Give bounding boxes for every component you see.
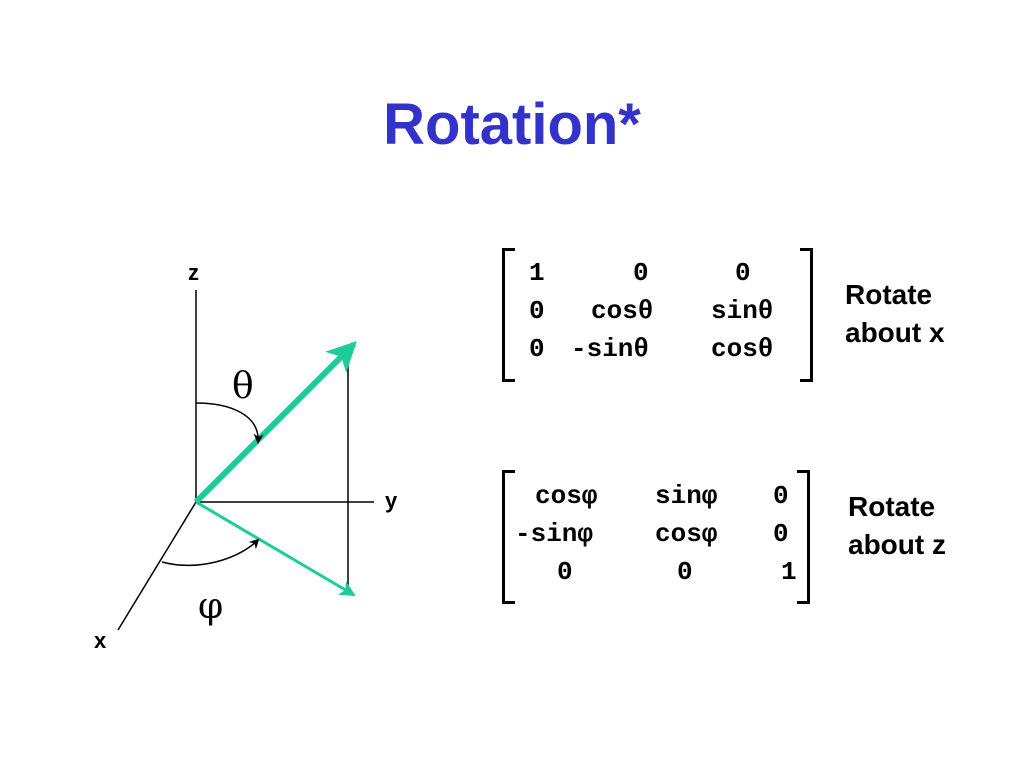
x-axis-label: x (94, 628, 107, 653)
matrix-z-right-bracket (797, 470, 810, 604)
slide-title: Rotation* (383, 92, 641, 157)
matrix-x-right-bracket (800, 248, 813, 382)
matrix-cell: 1 (781, 557, 797, 587)
matrix-cell: 0 (557, 557, 573, 587)
rotate-z-caption: Rotate about z (848, 488, 946, 564)
phi-label: φ (198, 586, 223, 627)
matrix-cell: cosφ (655, 519, 718, 549)
caption-line: Rotate (845, 279, 933, 310)
matrix-z-left-bracket (502, 470, 515, 604)
z-axis-label: z (188, 260, 199, 285)
matrix-cell: -sinφ (515, 519, 594, 549)
x-axis-line (117, 501, 197, 631)
matrix-cell: sinφ (655, 481, 718, 511)
rotate-x-caption: Rotate about x (845, 276, 945, 352)
matrix-cell: 0 (677, 557, 693, 587)
rotated-vector (193, 341, 357, 505)
matrix-x-left-bracket (502, 248, 515, 382)
matrix-cell: 0 (773, 481, 789, 511)
matrix-cell: 0 (529, 296, 545, 326)
matrix-cell: cosθ (591, 296, 654, 326)
matrix-cell: cosφ (535, 481, 598, 511)
matrix-row: 1 0 0 (515, 255, 751, 291)
matrix-cell: -sinθ (571, 334, 650, 364)
matrix-cell: 0 (735, 258, 751, 288)
matrix-row: cosφ sinφ 0 (515, 478, 789, 514)
matrix-row: 0 -sinθ cosθ (515, 331, 773, 367)
y-axis-label: y (385, 488, 398, 513)
theta-arc (195, 402, 264, 444)
matrix-row: -sinφ cosφ 0 (515, 516, 789, 552)
rotate-x-matrix: 1 0 0 0 cosθ sinθ 0 -sinθ cosθ (515, 255, 800, 367)
rotate-z-matrix: cosφ sinφ 0 -sinφ cosφ 0 0 0 1 (515, 478, 800, 590)
projected-vector (195, 500, 356, 597)
matrix-cell: 0 (773, 519, 789, 549)
matrix-cell: 0 (529, 334, 545, 364)
theta-label: θ (232, 366, 254, 407)
caption-line: about z (848, 529, 946, 560)
phi-arc (161, 538, 260, 566)
matrix-cell: sinθ (711, 296, 774, 326)
matrix-row: 0 cosθ sinθ (515, 293, 773, 329)
matrix-cell: cosθ (711, 334, 774, 364)
matrix-row: 0 0 1 (515, 554, 797, 590)
matrix-cell: 1 (529, 258, 545, 288)
matrix-cell: 0 (633, 258, 649, 288)
caption-line: Rotate (848, 491, 936, 522)
caption-line: about x (845, 317, 945, 348)
